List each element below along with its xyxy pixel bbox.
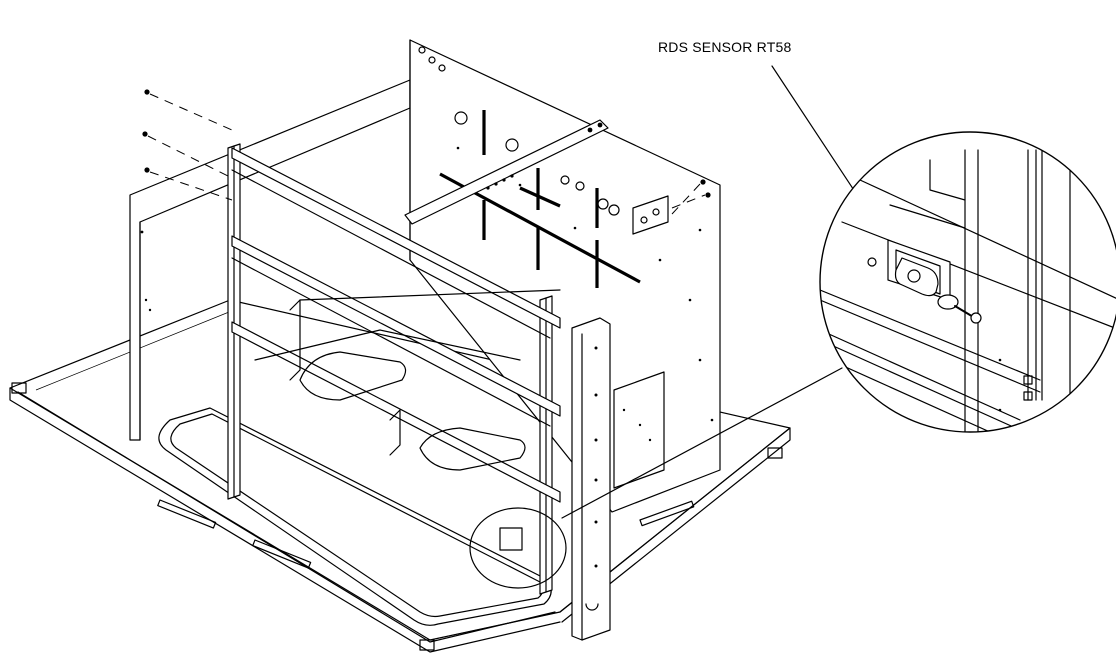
right-channel bbox=[571, 317, 611, 641]
right-inner-box bbox=[613, 371, 665, 489]
callout-label: RDS SENSOR RT58 bbox=[658, 39, 791, 55]
inner-tray bbox=[299, 351, 526, 471]
screws-right bbox=[587, 122, 711, 215]
screws-left bbox=[142, 89, 233, 201]
top-cross-member bbox=[404, 119, 609, 225]
front-frame bbox=[227, 143, 561, 595]
sensor-location-marker bbox=[469, 367, 843, 589]
sensor-detail-view bbox=[819, 131, 1116, 433]
